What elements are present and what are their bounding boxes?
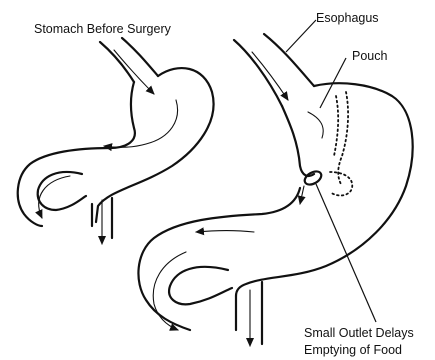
label-small-outlet-line1: Small Outlet Delays: [304, 326, 414, 340]
outlet-leader-line: [316, 184, 376, 322]
stomach-after-surgery-drawing: [138, 34, 412, 346]
left-flow-arrow-stomach: [104, 100, 178, 147]
leader-lines: [286, 20, 376, 322]
right-flow-arrow-stomach: [196, 231, 254, 233]
esophagus-leader-line: [286, 20, 316, 52]
left-stomach-outer-contour: [96, 68, 214, 222]
label-small-outlet-line2: Emptying of Food: [304, 343, 402, 357]
left-flow-arrow-curve: [39, 176, 70, 218]
right-stomach-outer-contour: [236, 83, 413, 296]
left-flow-arrow-esophagus: [114, 50, 154, 94]
staple-line-dotted-inner: [334, 96, 338, 156]
small-outlet: [302, 169, 323, 188]
label-stomach-before-surgery: Stomach Before Surgery: [34, 22, 172, 36]
pouch-inner-line: [308, 112, 323, 138]
pouch-wall: [282, 106, 314, 176]
stomach-before-surgery-drawing: [18, 38, 214, 244]
label-pouch: Pouch: [352, 49, 387, 63]
diagram-labels: Stomach Before Surgery Esophagus Pouch S…: [34, 11, 414, 357]
staple-line-dotted: [338, 92, 348, 186]
label-esophagus: Esophagus: [316, 11, 379, 25]
right-esophagus-outer-wall: [234, 40, 282, 106]
left-esophagus-outer-wall: [100, 42, 134, 82]
right-duodenal-curve: [169, 267, 232, 304]
left-stomach-lesser-curvature: [18, 82, 135, 226]
right-esophagus-inner-wall: [264, 34, 314, 86]
right-stomach-lesser-curvature: [138, 188, 300, 330]
right-flow-arrow-esophagus: [252, 52, 288, 100]
